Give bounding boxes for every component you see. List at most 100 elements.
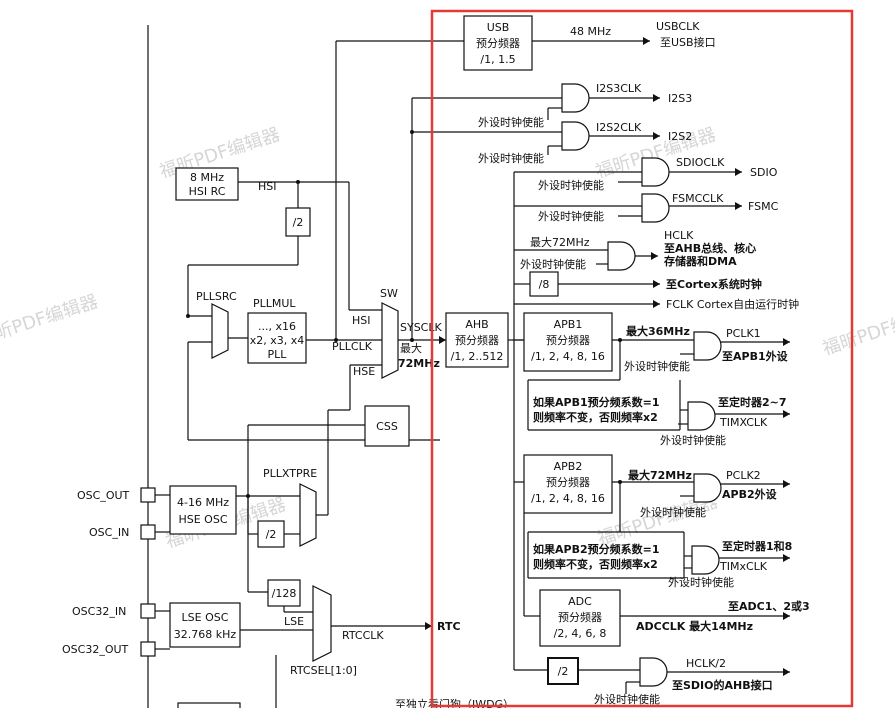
pclk2-to-label: APB2外设 xyxy=(722,487,778,501)
i2s2clk-label: I2S2CLK xyxy=(596,121,642,134)
periph-en-pclk2: 外设时钟使能 xyxy=(640,505,706,519)
usb-pre-title: USB xyxy=(487,21,510,34)
periph-en-i2s2: 外设时钟使能 xyxy=(478,151,544,165)
sdio-ahb-div2-label: /2 xyxy=(558,665,569,678)
osc32-in-label: OSC32_IN xyxy=(72,605,126,618)
tim18-and-gate xyxy=(691,545,720,575)
periph-en-timx: 外设时钟使能 xyxy=(660,433,726,447)
ahb-pre-sub: 预分频器 xyxy=(455,333,499,347)
hclk-to-2: 存储器和DMA xyxy=(664,254,737,268)
osc-in-pin xyxy=(140,524,156,540)
periph-en-fsmc: 外设时钟使能 xyxy=(538,209,604,223)
pllsrc-mux xyxy=(211,303,229,359)
hsi-sw-label: HSI xyxy=(352,314,371,327)
sw-mux xyxy=(381,302,399,379)
tim18-to-label: 至定时器1和8 xyxy=(722,539,792,553)
adc-pre-sub: 预分频器 xyxy=(558,610,602,624)
usb-freq-label: 48 MHz xyxy=(570,25,611,38)
adc-pre-title: ADC xyxy=(568,595,592,608)
osc-in-label: OSC_IN xyxy=(89,526,129,539)
apb1-pre-sub: 预分频器 xyxy=(546,333,590,347)
i2s2-label: I2S2 xyxy=(668,130,692,143)
cortex-div8 xyxy=(529,271,559,297)
pllclk-label: PLLCLK xyxy=(332,340,373,353)
iwdg-label: 至独立看门狗（IWDG） xyxy=(395,697,514,708)
fsmc-label: FSMC xyxy=(748,200,779,213)
hsi-rc-label: HSI RC xyxy=(189,185,226,198)
apb1-prescaler-block xyxy=(523,312,613,372)
periph-en-sdio: 外设时钟使能 xyxy=(538,178,604,192)
pclk1-max-label: 最大36MHz xyxy=(626,324,690,338)
hsi-div2-label: /2 xyxy=(293,216,304,229)
sysclk-max-value: 72MHz xyxy=(398,357,440,370)
fclk-label: FCLK Cortex自由运行时钟 xyxy=(666,297,799,311)
lse-sel-label: LSE xyxy=(284,615,304,628)
rtcclk-label: RTCCLK xyxy=(342,629,384,642)
highlight-rectangle xyxy=(430,9,854,708)
adc-prescaler-block xyxy=(539,589,621,647)
periph-en-tim18: 外设时钟使能 xyxy=(668,575,734,589)
css-block xyxy=(364,405,410,447)
periph-en-sdio-ahb: 外设时钟使能 xyxy=(594,692,660,706)
rtcsel-label: RTCSEL[1:0] xyxy=(290,664,357,677)
usbclk-label: USBCLK xyxy=(656,20,700,33)
css-label: CSS xyxy=(376,420,398,433)
pllxtpre-label: PLLXTPRE xyxy=(263,467,317,480)
periph-en-hclk: 外设时钟使能 xyxy=(520,257,586,271)
i2s2-and-gate xyxy=(561,121,590,151)
pclk1-and-gate xyxy=(693,331,722,361)
fsmc-and-gate xyxy=(641,193,670,223)
pllsrc-label: PLLSRC xyxy=(196,290,237,303)
hsi-div2 xyxy=(285,207,311,237)
apb2-pre-sub: 预分频器 xyxy=(546,475,590,489)
hclk-label: HCLK xyxy=(664,229,694,242)
hclk-max-label: 最大72MHz xyxy=(530,235,590,249)
cortex-label: 至Cortex系统时钟 xyxy=(666,277,762,291)
hse-div2-label: /2 xyxy=(266,528,277,541)
apb2-pre-ratio: /1, 2, 4, 8, 16 xyxy=(531,492,605,505)
pll-label: PLL xyxy=(268,348,288,361)
div128-label: /128 xyxy=(272,587,297,600)
hse-label: HSE OSC xyxy=(178,513,227,526)
pclk1-label: PCLK1 xyxy=(726,327,761,340)
i2s3clk-label: I2S3CLK xyxy=(596,82,642,95)
hsi-rc-block xyxy=(175,167,239,201)
timx-and-gate xyxy=(687,401,716,431)
pclk2-and-gate xyxy=(693,473,722,503)
adc-pre-ratio: /2, 4, 6, 8 xyxy=(554,627,607,640)
adcclk-label: ADCCLK 最大14MHz xyxy=(636,619,753,633)
usb-prescaler-block xyxy=(463,15,533,71)
ahb-pre-title: AHB xyxy=(465,318,488,331)
timx-note-2: 则频率不变，否则频率x2 xyxy=(533,410,658,424)
periph-en-i2s3: 外设时钟使能 xyxy=(478,115,544,129)
watermark: 福昕PDF编辑器 xyxy=(0,291,101,350)
pllmul-label: PLLMUL xyxy=(253,297,296,310)
usb-pre-ratio: /1, 1.5 xyxy=(480,53,515,66)
apb1-pre-title: APB1 xyxy=(554,318,583,331)
usb-to-label: 至USB接口 xyxy=(660,36,716,49)
rtcsel-mux xyxy=(312,585,332,662)
usb-pre-sub: 预分频器 xyxy=(476,36,520,50)
cortex-div8-label: /8 xyxy=(539,278,550,291)
apb2-pre-title: APB2 xyxy=(554,460,583,473)
hse-freq: 4-16 MHz xyxy=(177,496,229,509)
hse-sw-label: HSE xyxy=(353,365,375,378)
sdio-ahb-label: 至SDIO的AHB接口 xyxy=(672,678,773,692)
lse-freq: 32.768 kHz xyxy=(174,628,237,641)
pclk1-to-label: 至APB1外设 xyxy=(722,349,789,363)
osc-out-pin xyxy=(140,487,156,503)
hclk-and-gate xyxy=(607,241,636,271)
fsmcclk-label: FSMCCLK xyxy=(672,192,724,205)
adc-to-label: 至ADC1、2或3 xyxy=(728,599,810,613)
sdio-ahb-and-gate xyxy=(639,657,668,687)
tim18-note-1: 如果APB2预分频系数=1 xyxy=(533,542,659,556)
timxclk-label: TIMXCLK xyxy=(719,416,768,429)
ahb-pre-ratio: /1, 2..512 xyxy=(451,350,504,363)
i2s3-label: I2S3 xyxy=(668,92,692,105)
sdio-label: SDIO xyxy=(750,166,778,179)
tim18clk-label: TIMxCLK xyxy=(719,560,768,573)
tim18-note-2: 则频率不变，否则频率x2 xyxy=(533,557,658,571)
hsi-label: HSI xyxy=(258,180,277,193)
hsi-rc-freq: 8 MHz xyxy=(190,171,224,184)
